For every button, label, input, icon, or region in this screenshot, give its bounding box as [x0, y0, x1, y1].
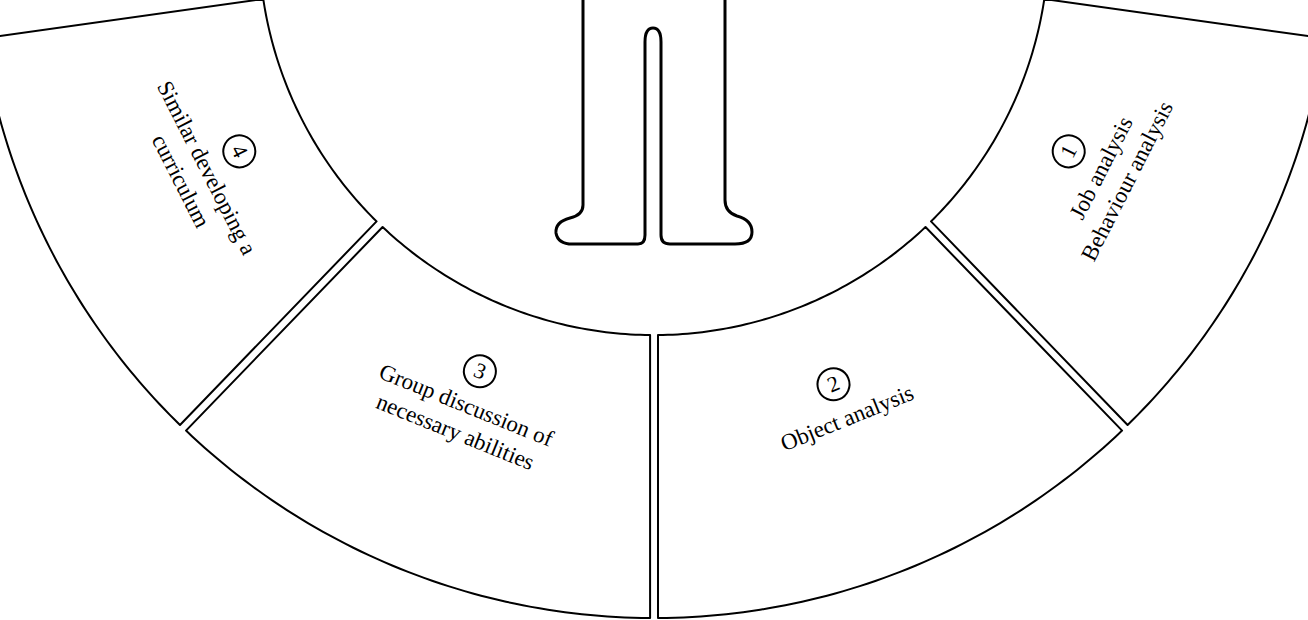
segment-shape [658, 227, 1122, 618]
segment-outline [658, 227, 1122, 618]
ring-segment: 4Similar developing a curriculum [0, 0, 377, 425]
segment-shape [0, 0, 377, 425]
ring-segment: 2Object analysis [658, 227, 1122, 618]
person-legs [556, 0, 752, 244]
